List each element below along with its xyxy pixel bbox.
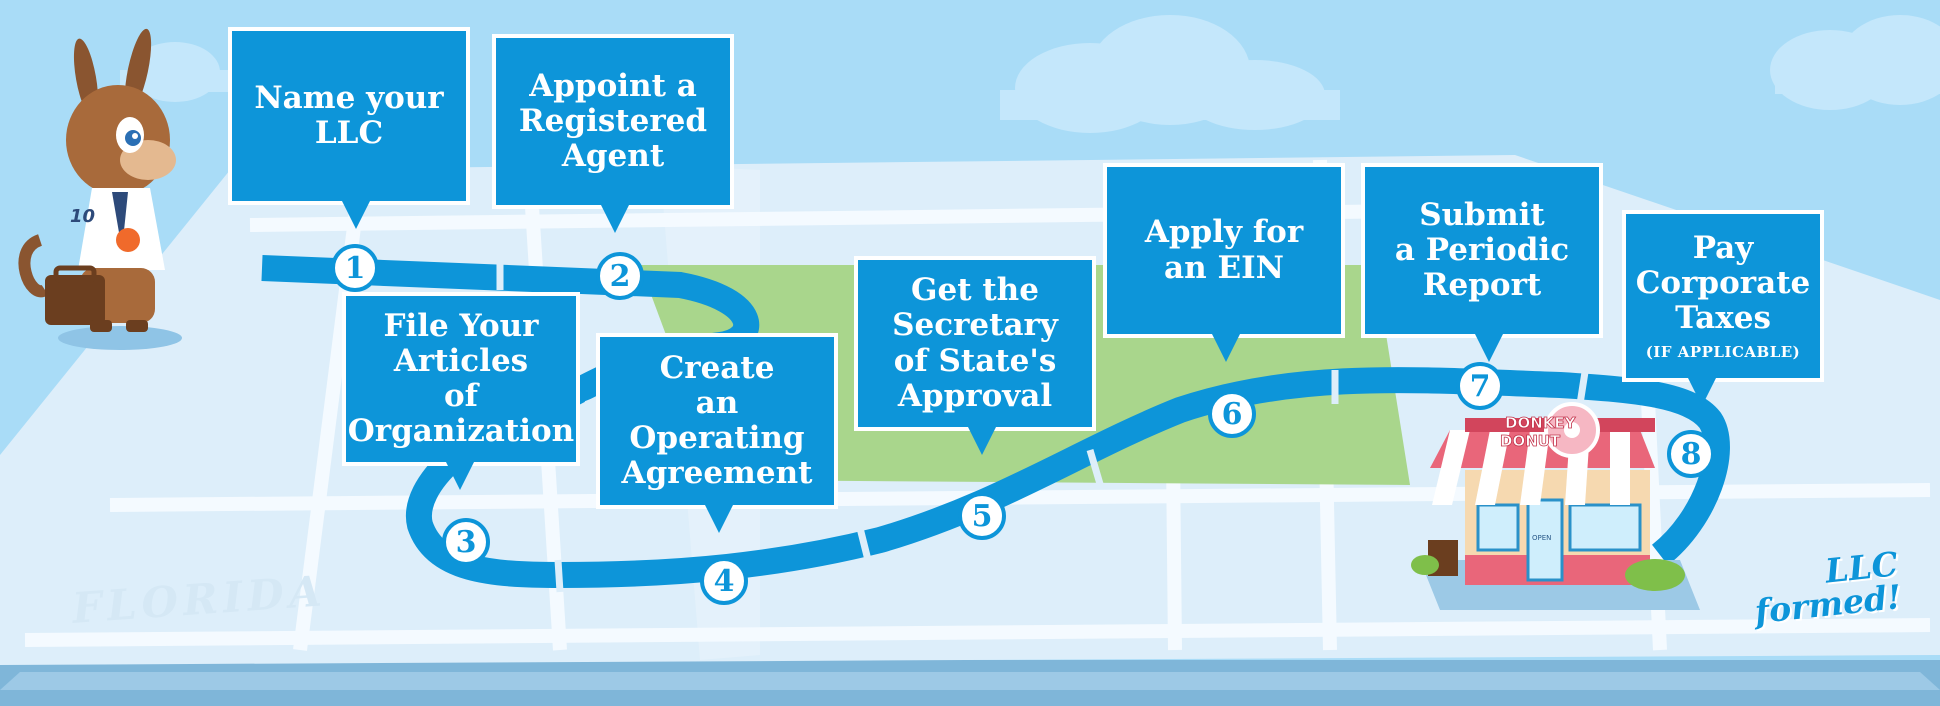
step-1-badge: 1 (331, 244, 379, 292)
step-2-text: Appoint a Registered Agent (518, 67, 708, 174)
donut-shop (1411, 402, 1700, 610)
step-4-badge: 4 (700, 557, 748, 605)
step-8-note: (IF APPLICABLE) (1645, 343, 1801, 362)
step-5-text: Get the Secretary of State's Approval (892, 272, 1058, 414)
step-8-badge: 8 (1667, 430, 1715, 478)
donkey-mascot (18, 28, 182, 350)
shop-door-sign: OPEN (1532, 534, 1551, 542)
step-2-card: Appoint a Registered Agent (492, 34, 734, 233)
step-4-text: Create an Operating Agreement (621, 349, 813, 492)
step-3-card: File Your Articles of Organization (342, 292, 580, 490)
step-8-card: Pay Corporate Taxes (IF APPLICABLE) (1622, 210, 1824, 406)
step-7-text: Submit a Periodic Report (1394, 196, 1570, 303)
clouds (120, 15, 1940, 133)
step-6-badge: 6 (1208, 390, 1256, 438)
step-7-badge: 7 (1456, 362, 1504, 410)
step-8-text: Pay Corporate Taxes (1635, 230, 1811, 337)
step-4-card: Create an Operating Agreement (596, 333, 838, 533)
shop-sign-line1: DONKEY (1505, 414, 1577, 432)
step-6-card: Apply for an EIN (1103, 163, 1345, 362)
step-1-text: Name your LLC (254, 79, 444, 151)
step-5-card: Get the Secretary of State's Approval (854, 256, 1096, 455)
step-3-badge: 3 (442, 518, 490, 566)
step-1-card: Name your LLC (228, 27, 470, 229)
step-2-badge: 2 (596, 252, 644, 300)
mascot-shirt-number: 10 (70, 206, 95, 227)
step-3-text: File Your Articles of Organization (347, 307, 575, 450)
step-5-badge: 5 (958, 492, 1006, 540)
shop-sign-line2: DONUT (1500, 432, 1561, 450)
step-7-card: Submit a Periodic Report (1361, 163, 1603, 362)
step-6-text: Apply for an EIN (1144, 214, 1304, 286)
